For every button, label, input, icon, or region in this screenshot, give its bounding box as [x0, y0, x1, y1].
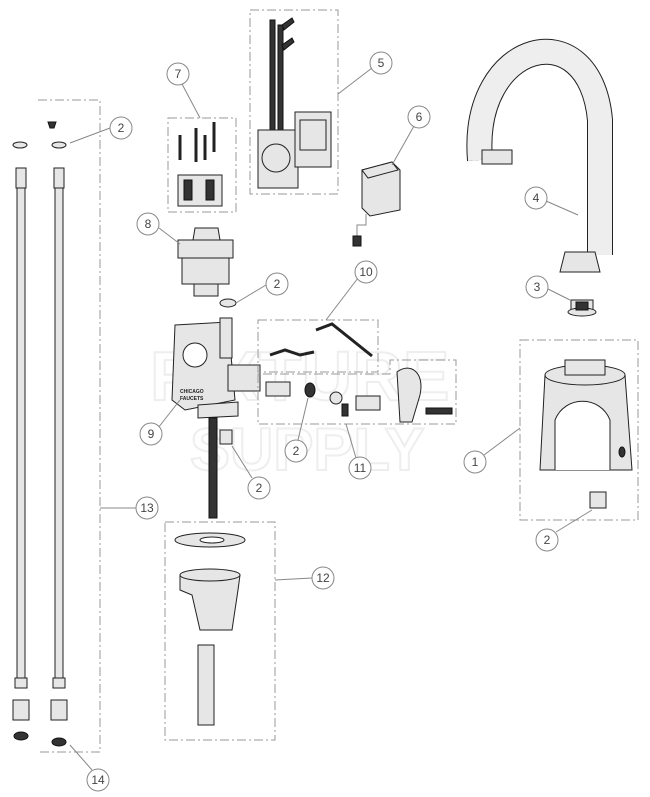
callout-2: 2 [544, 533, 551, 547]
callouts: 1 2 2 2 2 2 3 4 5 6 [69, 51, 593, 792]
hose-nut-bottom [12, 699, 30, 721]
hose-ferrule [52, 677, 66, 689]
cover-screw [589, 491, 607, 509]
kit-12-box [164, 521, 276, 741]
housing-cover [519, 339, 639, 521]
callout-10: 10 [359, 265, 373, 279]
kit-7-box [167, 117, 237, 213]
callout-9: 9 [148, 427, 155, 441]
mounting-kit [167, 117, 237, 213]
threaded-rod [208, 417, 218, 519]
screw-part [47, 121, 57, 129]
supply-hoses-assembly [12, 99, 101, 753]
hose-ferrule [14, 677, 28, 689]
gooseneck-spout [466, 38, 613, 273]
callout-2: 2 [293, 444, 300, 458]
gasket-part [13, 731, 29, 741]
brand-line2: FAUCETS [180, 396, 204, 402]
spout-adapter [567, 299, 597, 317]
gasket-part [51, 737, 67, 747]
callout-1: 1 [472, 455, 479, 469]
callout-1-bubble [463, 450, 487, 474]
hose-body [54, 187, 64, 679]
lever-kit [257, 319, 379, 373]
brand-line1: CHICAGO [180, 389, 204, 395]
callout-2: 2 [118, 121, 125, 135]
kit-10-box [257, 319, 379, 373]
callout-8: 8 [145, 217, 152, 231]
washer-part [12, 141, 28, 149]
mounting-base [164, 521, 276, 741]
callout-14: 14 [91, 773, 105, 787]
spout-tip [481, 149, 513, 165]
kit-11-box [257, 359, 457, 425]
callout-2: 2 [274, 277, 281, 291]
callout-12: 12 [316, 571, 330, 585]
callout-5: 5 [378, 56, 385, 70]
callout-4: 4 [533, 191, 540, 205]
callout-2: 2 [256, 481, 263, 495]
callout-13: 13 [140, 501, 154, 515]
callout-3: 3 [534, 280, 541, 294]
spout-base [559, 251, 601, 273]
solenoid-valve [249, 9, 339, 195]
callout-11: 11 [354, 461, 367, 475]
control-module [352, 161, 401, 247]
sensor-cover [396, 367, 422, 423]
cartridge [177, 227, 234, 297]
washer-part [219, 298, 237, 308]
hose-nut-top [15, 167, 27, 189]
hose-nut-bottom [50, 699, 68, 721]
hose-body [16, 187, 26, 679]
callout-7: 7 [175, 67, 182, 81]
hose-nut-top [53, 167, 65, 189]
hose-group-bracket [38, 99, 101, 753]
callout-6: 6 [416, 110, 423, 124]
washer-part [51, 141, 67, 149]
valve-body-assembly: CHICAGO FAUCETS [171, 317, 261, 519]
kit-1-box [519, 339, 639, 521]
hardware-kit [257, 359, 457, 425]
